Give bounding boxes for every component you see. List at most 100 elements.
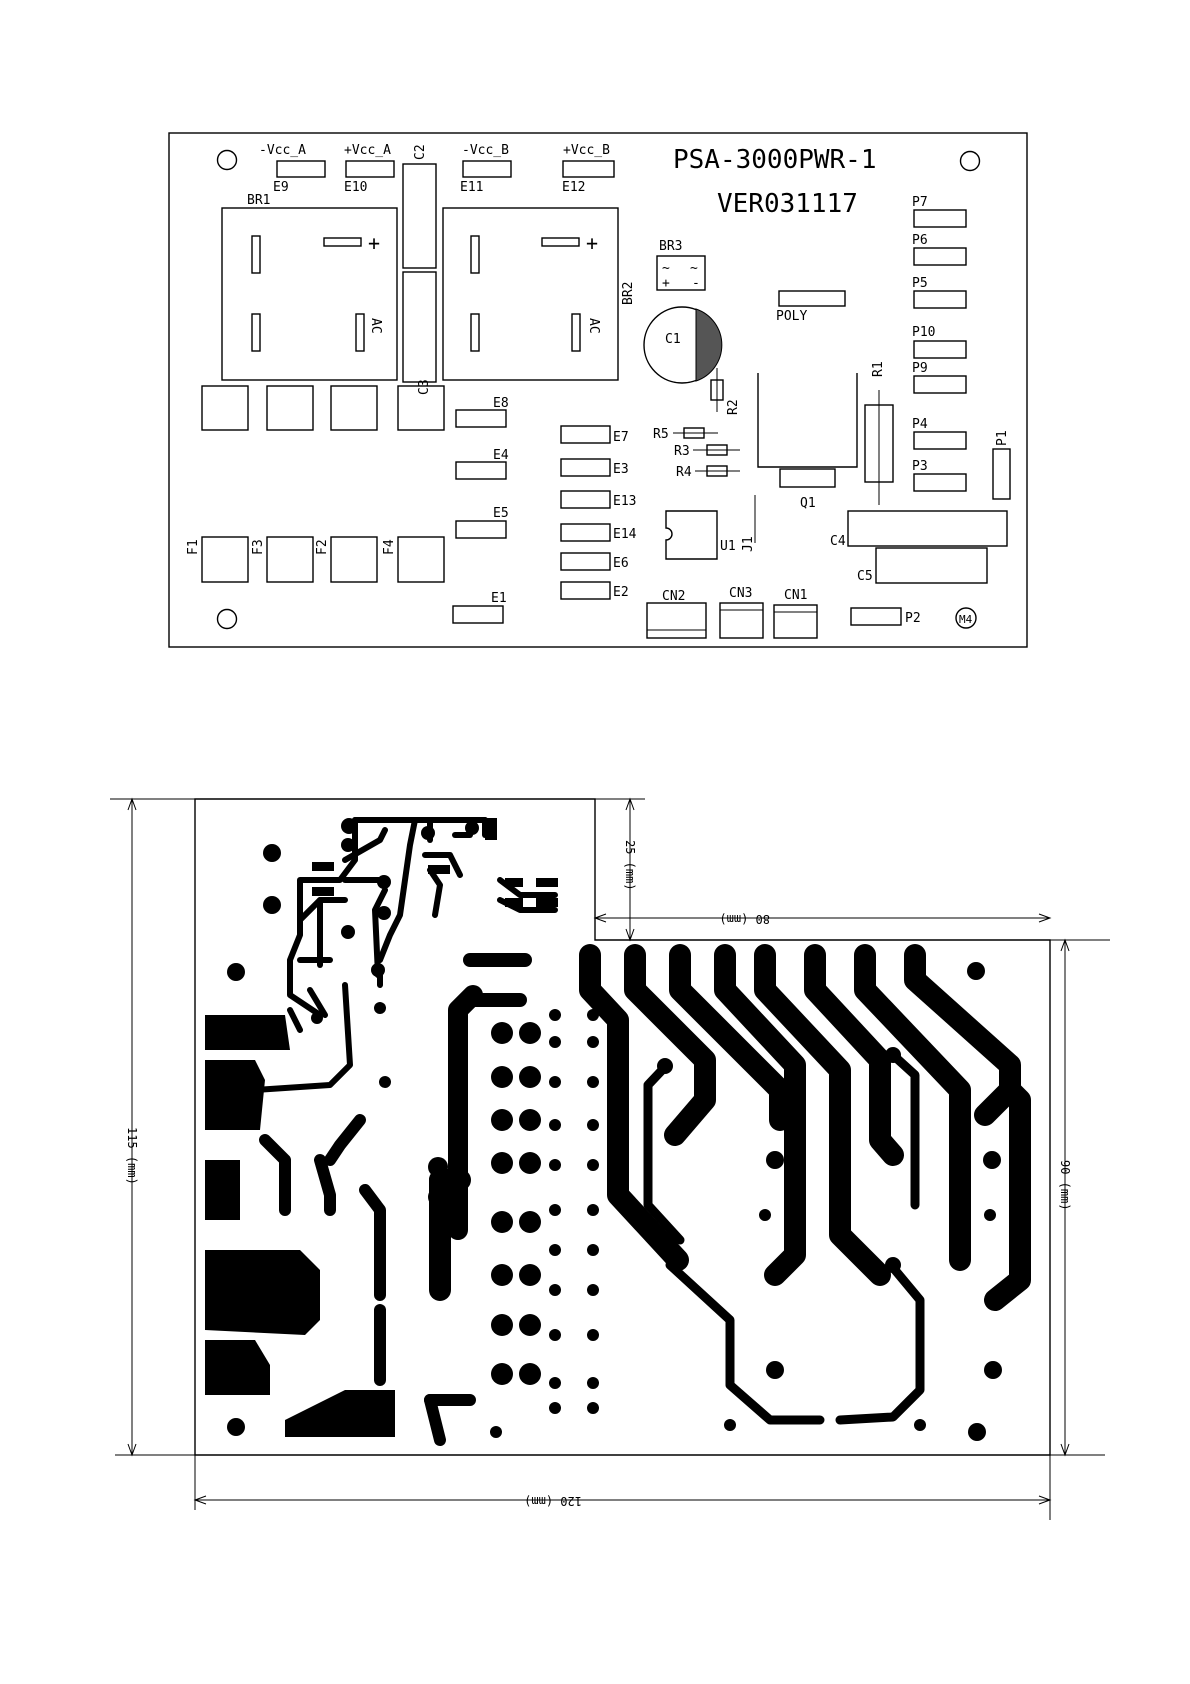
label-p6: P6 bbox=[912, 233, 928, 248]
label-cn1: CN1 bbox=[784, 588, 807, 603]
label-e6: E6 bbox=[613, 556, 629, 571]
pad-p7 bbox=[914, 210, 966, 227]
pad-e13 bbox=[561, 491, 610, 508]
pad-p4 bbox=[914, 432, 966, 449]
fuse-f4 bbox=[398, 537, 444, 582]
label-c4: C4 bbox=[830, 534, 846, 549]
label-f1: F1 bbox=[186, 539, 201, 555]
connector-cn3 bbox=[720, 603, 763, 638]
label-e9: E9 bbox=[273, 180, 289, 195]
pad-e1 bbox=[453, 606, 503, 623]
label-br1-plus: + bbox=[368, 231, 380, 255]
pad-e3 bbox=[561, 459, 610, 476]
pad-e4 bbox=[456, 462, 506, 479]
capacitor-c3 bbox=[403, 272, 436, 382]
transistor-q1-outline bbox=[758, 373, 857, 467]
label-c5: C5 bbox=[857, 569, 873, 584]
label-p3: P3 bbox=[912, 459, 928, 474]
bottom-copper-view: 115 (mm) 25 (mm) 80 (mm) 90 (mm) 120 (mm… bbox=[110, 799, 1110, 1520]
svg-text:+: + bbox=[662, 276, 670, 291]
pad-p6 bbox=[914, 248, 966, 265]
label-e7: E7 bbox=[613, 430, 629, 445]
label-e10: E10 bbox=[344, 180, 367, 195]
pad-e2 bbox=[561, 582, 610, 599]
label-e2: E2 bbox=[613, 585, 629, 600]
label-br3: BR3 bbox=[659, 239, 682, 254]
dim-label-width-total: 120 (mm) bbox=[524, 1494, 582, 1508]
label-vcc-a-neg: -Vcc_A bbox=[259, 143, 306, 158]
label-cn2: CN2 bbox=[662, 589, 685, 604]
svg-text:~: ~ bbox=[662, 261, 670, 276]
pad-e14 bbox=[561, 524, 610, 541]
label-r4: R4 bbox=[676, 465, 692, 480]
connector-cn1 bbox=[774, 605, 817, 638]
label-p1: P1 bbox=[995, 430, 1010, 446]
mounting-hole-tr bbox=[961, 152, 980, 171]
pad-e10 bbox=[346, 161, 394, 177]
label-f3: F3 bbox=[251, 539, 266, 555]
label-f2: F2 bbox=[315, 539, 330, 555]
svg-text:~: ~ bbox=[690, 261, 698, 276]
label-vcc-a-pos: +Vcc_A bbox=[344, 143, 391, 158]
label-j1: J1 bbox=[741, 536, 756, 552]
label-r5: R5 bbox=[653, 427, 669, 442]
pad-p3 bbox=[914, 474, 966, 491]
fuse-f1 bbox=[202, 537, 248, 582]
label-br1: BR1 bbox=[247, 193, 270, 208]
top-silkscreen-view: PSA-3000PWR-1 VER031117 -Vcc_A E9 +Vcc_A… bbox=[169, 133, 1027, 647]
pad-e7 bbox=[561, 426, 610, 443]
label-r3: R3 bbox=[674, 444, 690, 459]
label-r1: R1 bbox=[871, 361, 886, 377]
label-p10: P10 bbox=[912, 325, 935, 340]
label-p2: P2 bbox=[905, 611, 921, 626]
label-u1: U1 bbox=[720, 539, 736, 554]
board-version: VER031117 bbox=[717, 189, 858, 219]
pad-p10 bbox=[914, 341, 966, 358]
label-p7: P7 bbox=[912, 195, 928, 210]
label-e12: E12 bbox=[562, 180, 585, 195]
board-title: PSA-3000PWR-1 bbox=[673, 145, 877, 175]
pad-e6 bbox=[561, 553, 610, 570]
connector-cn2 bbox=[647, 603, 706, 638]
label-c1: C1 bbox=[665, 332, 681, 347]
svg-text:-: - bbox=[692, 276, 700, 291]
ic-u1 bbox=[666, 511, 717, 559]
label-e3: E3 bbox=[613, 462, 629, 477]
pad-p5 bbox=[914, 291, 966, 308]
label-cn3: CN3 bbox=[729, 586, 752, 601]
label-br1-ac: AC bbox=[368, 318, 383, 334]
pad-p2 bbox=[851, 608, 901, 625]
label-e14: E14 bbox=[613, 527, 637, 542]
pad-e11 bbox=[463, 161, 511, 177]
capacitor-c2 bbox=[403, 164, 436, 268]
dim-label-right-height: 90 (mm) bbox=[1058, 1160, 1072, 1211]
label-e13: E13 bbox=[613, 494, 636, 509]
label-e4: E4 bbox=[493, 448, 509, 463]
dim-label-notch-width: 80 (mm) bbox=[719, 912, 770, 926]
fuse-poly bbox=[779, 291, 845, 306]
label-c3: C3 bbox=[417, 379, 432, 395]
pad-e5 bbox=[456, 521, 506, 538]
label-br2-plus: + bbox=[586, 231, 598, 255]
label-f4: F4 bbox=[382, 539, 397, 555]
label-r2: R2 bbox=[726, 399, 741, 415]
label-c2: C2 bbox=[413, 144, 428, 160]
pad-array-middle bbox=[491, 1009, 599, 1414]
mounting-hole-bl bbox=[218, 610, 237, 629]
pad-e12 bbox=[563, 161, 614, 177]
fuse-f2 bbox=[331, 537, 377, 582]
pad-e8 bbox=[456, 410, 506, 427]
label-e11: E11 bbox=[460, 180, 483, 195]
fuse-f3 bbox=[267, 537, 313, 582]
label-br2: BR2 bbox=[621, 282, 636, 305]
mounting-hole-tl bbox=[218, 151, 237, 170]
label-p4: P4 bbox=[912, 417, 928, 432]
label-m4: M4 bbox=[959, 613, 973, 626]
label-poly: POLY bbox=[776, 309, 807, 324]
label-vcc-b-pos: +Vcc_B bbox=[563, 143, 610, 158]
label-e8: E8 bbox=[493, 396, 509, 411]
copper-pours-left bbox=[205, 1015, 395, 1437]
label-vcc-b-neg: -Vcc_B bbox=[462, 143, 509, 158]
label-e1: E1 bbox=[491, 591, 507, 606]
